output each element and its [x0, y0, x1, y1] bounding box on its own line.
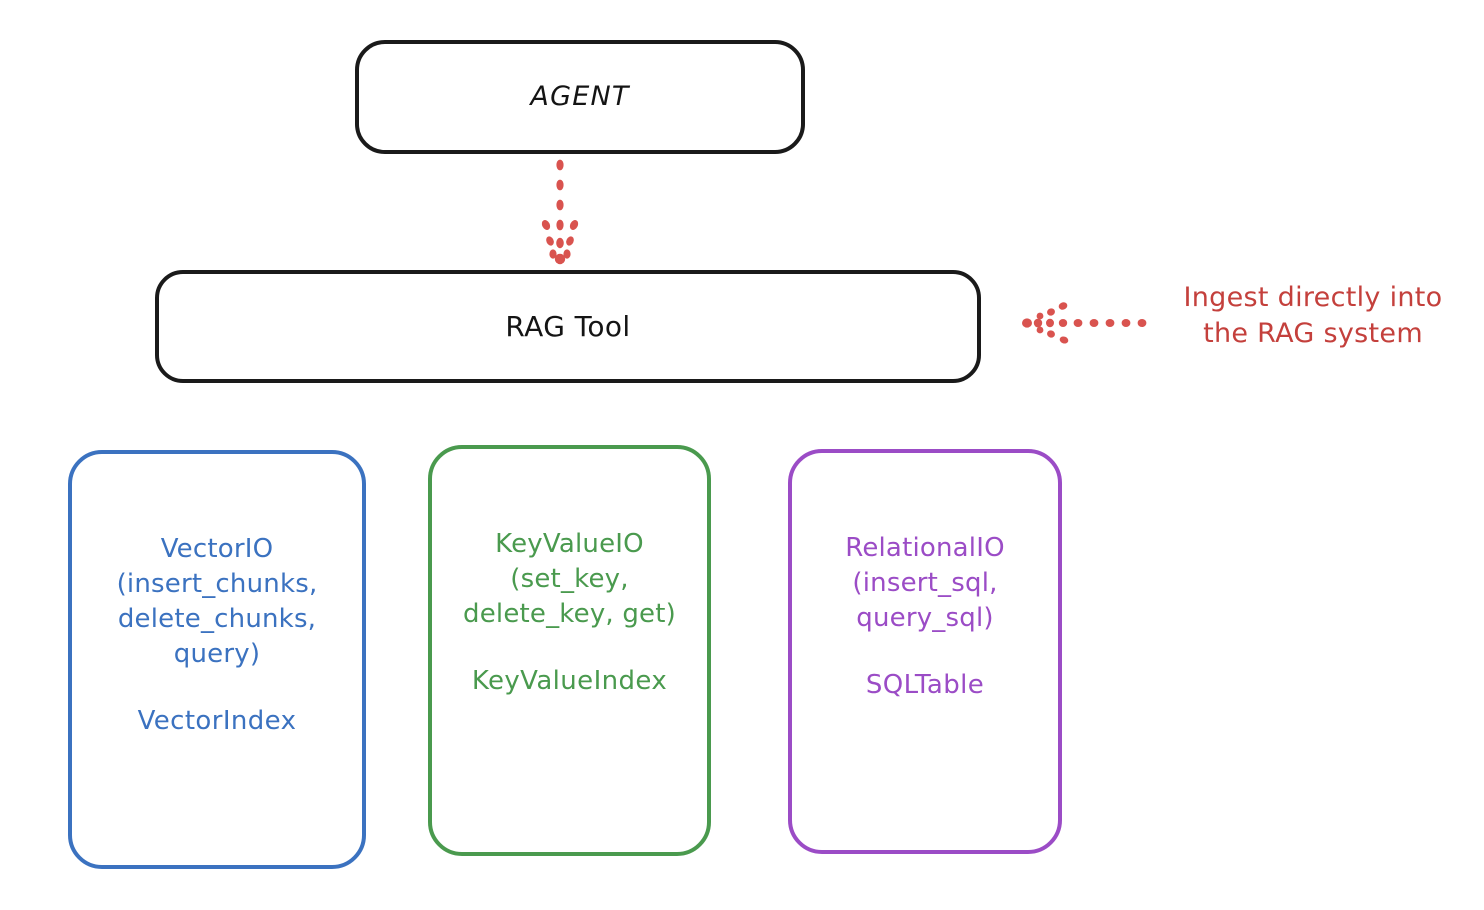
- node-vector-io[interactable]: VectorIO (insert_chunks, delete_chunks, …: [68, 450, 366, 869]
- node-agent[interactable]: AGENT: [355, 40, 805, 154]
- node-rag-tool-label: RAG Tool: [505, 309, 631, 343]
- node-relational-io-content: RelationalIO (insert_sql, query_sql) SQL…: [792, 453, 1058, 850]
- connector-agent-to-rag-tool-arrow: [541, 159, 579, 265]
- node-rag-tool[interactable]: RAG Tool: [155, 270, 981, 383]
- node-relational-io-index-label: SQLTable: [865, 670, 985, 701]
- node-relational-io[interactable]: RelationalIO (insert_sql, query_sql) SQL…: [788, 449, 1062, 854]
- node-key-value-io-api-label: KeyValueIO (set_key, delete_key, get): [463, 529, 676, 630]
- annotation-ingest-directly: Ingest directly into the RAG system: [1183, 282, 1443, 349]
- connector-annotation-to-rag-tool-arrow: [1022, 302, 1147, 344]
- node-key-value-io-content: KeyValueIO (set_key, delete_key, get) Ke…: [432, 449, 707, 852]
- node-relational-io-api-label: RelationalIO (insert_sql, query_sql): [845, 533, 1005, 634]
- node-key-value-io-index-label: KeyValueIndex: [471, 666, 668, 697]
- node-agent-label: AGENT: [530, 80, 630, 112]
- node-vector-io-api-label: VectorIO (insert_chunks, delete_chunks, …: [116, 534, 318, 670]
- node-vector-io-index-label: VectorIndex: [137, 706, 297, 737]
- node-vector-io-content: VectorIO (insert_chunks, delete_chunks, …: [72, 454, 362, 865]
- node-key-value-io[interactable]: KeyValueIO (set_key, delete_key, get) Ke…: [428, 445, 711, 856]
